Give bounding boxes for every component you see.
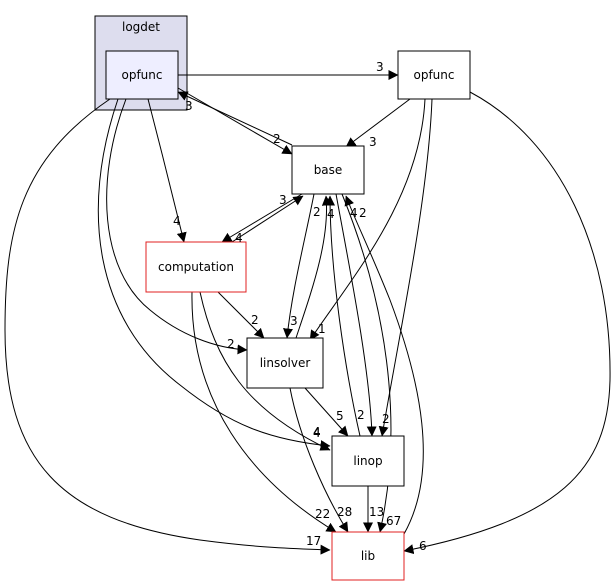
edge-computation-to-linop[interactable]: [199, 291, 331, 451]
edge-base-to-linsolver[interactable]: [283, 193, 315, 339]
edge-label-opfunc-to-lib[interactable]: 6: [419, 539, 427, 553]
edge-base-to-lib[interactable]: [341, 193, 392, 533]
node-box: [145, 241, 247, 293]
node-box: [246, 337, 324, 389]
node-label: opfunc: [414, 68, 455, 82]
node-linop[interactable]: linop: [331, 435, 405, 487]
edges: [4, 70, 611, 555]
edge-opfunc-inner-to-linsolver[interactable]: [106, 98, 248, 355]
edge-label-lib-to-base[interactable]: 2: [359, 206, 367, 220]
edge-base-to-opfunc-inner[interactable]: [177, 91, 293, 146]
edge-label-linsolver-to-lib[interactable]: 28: [337, 505, 352, 519]
edge-label-opfunc-inner-to-base[interactable]: 2: [273, 132, 281, 146]
edge-label-opfunc-inner-to-lib[interactable]: 17: [306, 534, 321, 548]
edge-label-linsolver-to-base[interactable]: 2: [313, 205, 321, 219]
node-label: linop: [353, 454, 382, 468]
node-computation[interactable]: computation: [145, 241, 247, 293]
node-linsolver[interactable]: linsolver: [246, 337, 324, 389]
edge-linsolver-to-linop[interactable]: [304, 387, 349, 437]
edge-label-base-to-opfunc-inner[interactable]: 3: [185, 99, 193, 113]
node-label: opfunc: [122, 68, 163, 82]
edge-linop-to-base[interactable]: [325, 195, 361, 437]
edge-linsolver-to-base[interactable]: [295, 195, 332, 339]
node-label: computation: [158, 260, 234, 274]
edge-label-opfunc-inner-to-linsolver[interactable]: 2: [227, 337, 235, 351]
edge-label-computation-to-linsolver[interactable]: 2: [251, 313, 259, 327]
node-base[interactable]: base: [291, 145, 365, 195]
edge-computation-to-lib[interactable]: [191, 291, 337, 533]
edge-linsolver-to-lib[interactable]: [289, 387, 349, 533]
edge-label-base-to-linop[interactable]: 2: [357, 408, 365, 422]
node-box: [331, 435, 405, 487]
node-box: [291, 145, 365, 195]
node-opfunc[interactable]: opfunc: [397, 50, 471, 100]
edge-label-computation-to-linop[interactable]: 4: [313, 425, 321, 439]
edge-opfunc-inner-to-computation[interactable]: [147, 98, 187, 243]
edge-label-computation-to-base[interactable]: 3: [279, 193, 287, 207]
edge-label-base-to-linsolver[interactable]: 3: [290, 314, 298, 328]
node-label: base: [314, 163, 343, 177]
edge-opfunc-inner-to-lib[interactable]: [4, 98, 331, 555]
edge-label-computation-to-lib[interactable]: 22: [315, 507, 330, 521]
edge-label-opfunc-to-linop[interactable]: 2: [382, 412, 390, 426]
edge-base-to-computation[interactable]: [221, 193, 303, 243]
node-opfunc-inner[interactable]: opfunc: [105, 50, 179, 100]
edge-opfunc-to-linsolver[interactable]: [309, 98, 426, 341]
edge-lib-to-base[interactable]: [344, 195, 424, 535]
edge-computation-to-linsolver[interactable]: [217, 291, 265, 339]
edge-label-base-to-lib[interactable]: 4: [350, 206, 358, 220]
edge-opfunc-inner-to-base[interactable]: [177, 87, 293, 155]
edge-label-linop-to-lib[interactable]: 13: [369, 505, 384, 519]
edge-computation-to-base[interactable]: [231, 195, 304, 243]
node-box: [397, 50, 471, 100]
node-label: linsolver: [260, 356, 311, 370]
edge-label-opfunc-to-linsolver[interactable]: 1: [318, 322, 326, 336]
edge-label-lib-67[interactable]: 67: [386, 514, 401, 528]
edge-base-to-linop[interactable]: [335, 193, 377, 437]
edge-label-base-to-computation[interactable]: 4: [235, 231, 243, 245]
cluster-label: logdet: [122, 20, 160, 34]
edge-opfunc-to-base[interactable]: [345, 98, 411, 148]
node-box: [331, 531, 405, 581]
edge-label-linsolver-to-linop[interactable]: 5: [336, 409, 344, 423]
edge-opfunc-to-lib[interactable]: [403, 91, 611, 555]
edge-label-opfunc-inner-to-opfunc[interactable]: 3: [376, 60, 384, 74]
edge-label-opfunc-inner-to-computation[interactable]: 4: [173, 214, 181, 228]
edge-label-opfunc-to-base[interactable]: 3: [369, 135, 377, 149]
edge-opfunc-inner-to-linop[interactable]: [97, 98, 331, 451]
node-lib[interactable]: lib: [331, 531, 405, 581]
node-box: [105, 50, 179, 100]
node-label: lib: [361, 549, 375, 563]
edge-labels: 3 2 3 4 2 4 17 3 1 2 6 4 3 3 2 2 4 4 2 2…: [173, 60, 427, 553]
edge-label-opfunc-inner-to-linop[interactable]: 4: [313, 426, 321, 440]
edge-label-linop-to-base[interactable]: 4: [327, 207, 335, 221]
